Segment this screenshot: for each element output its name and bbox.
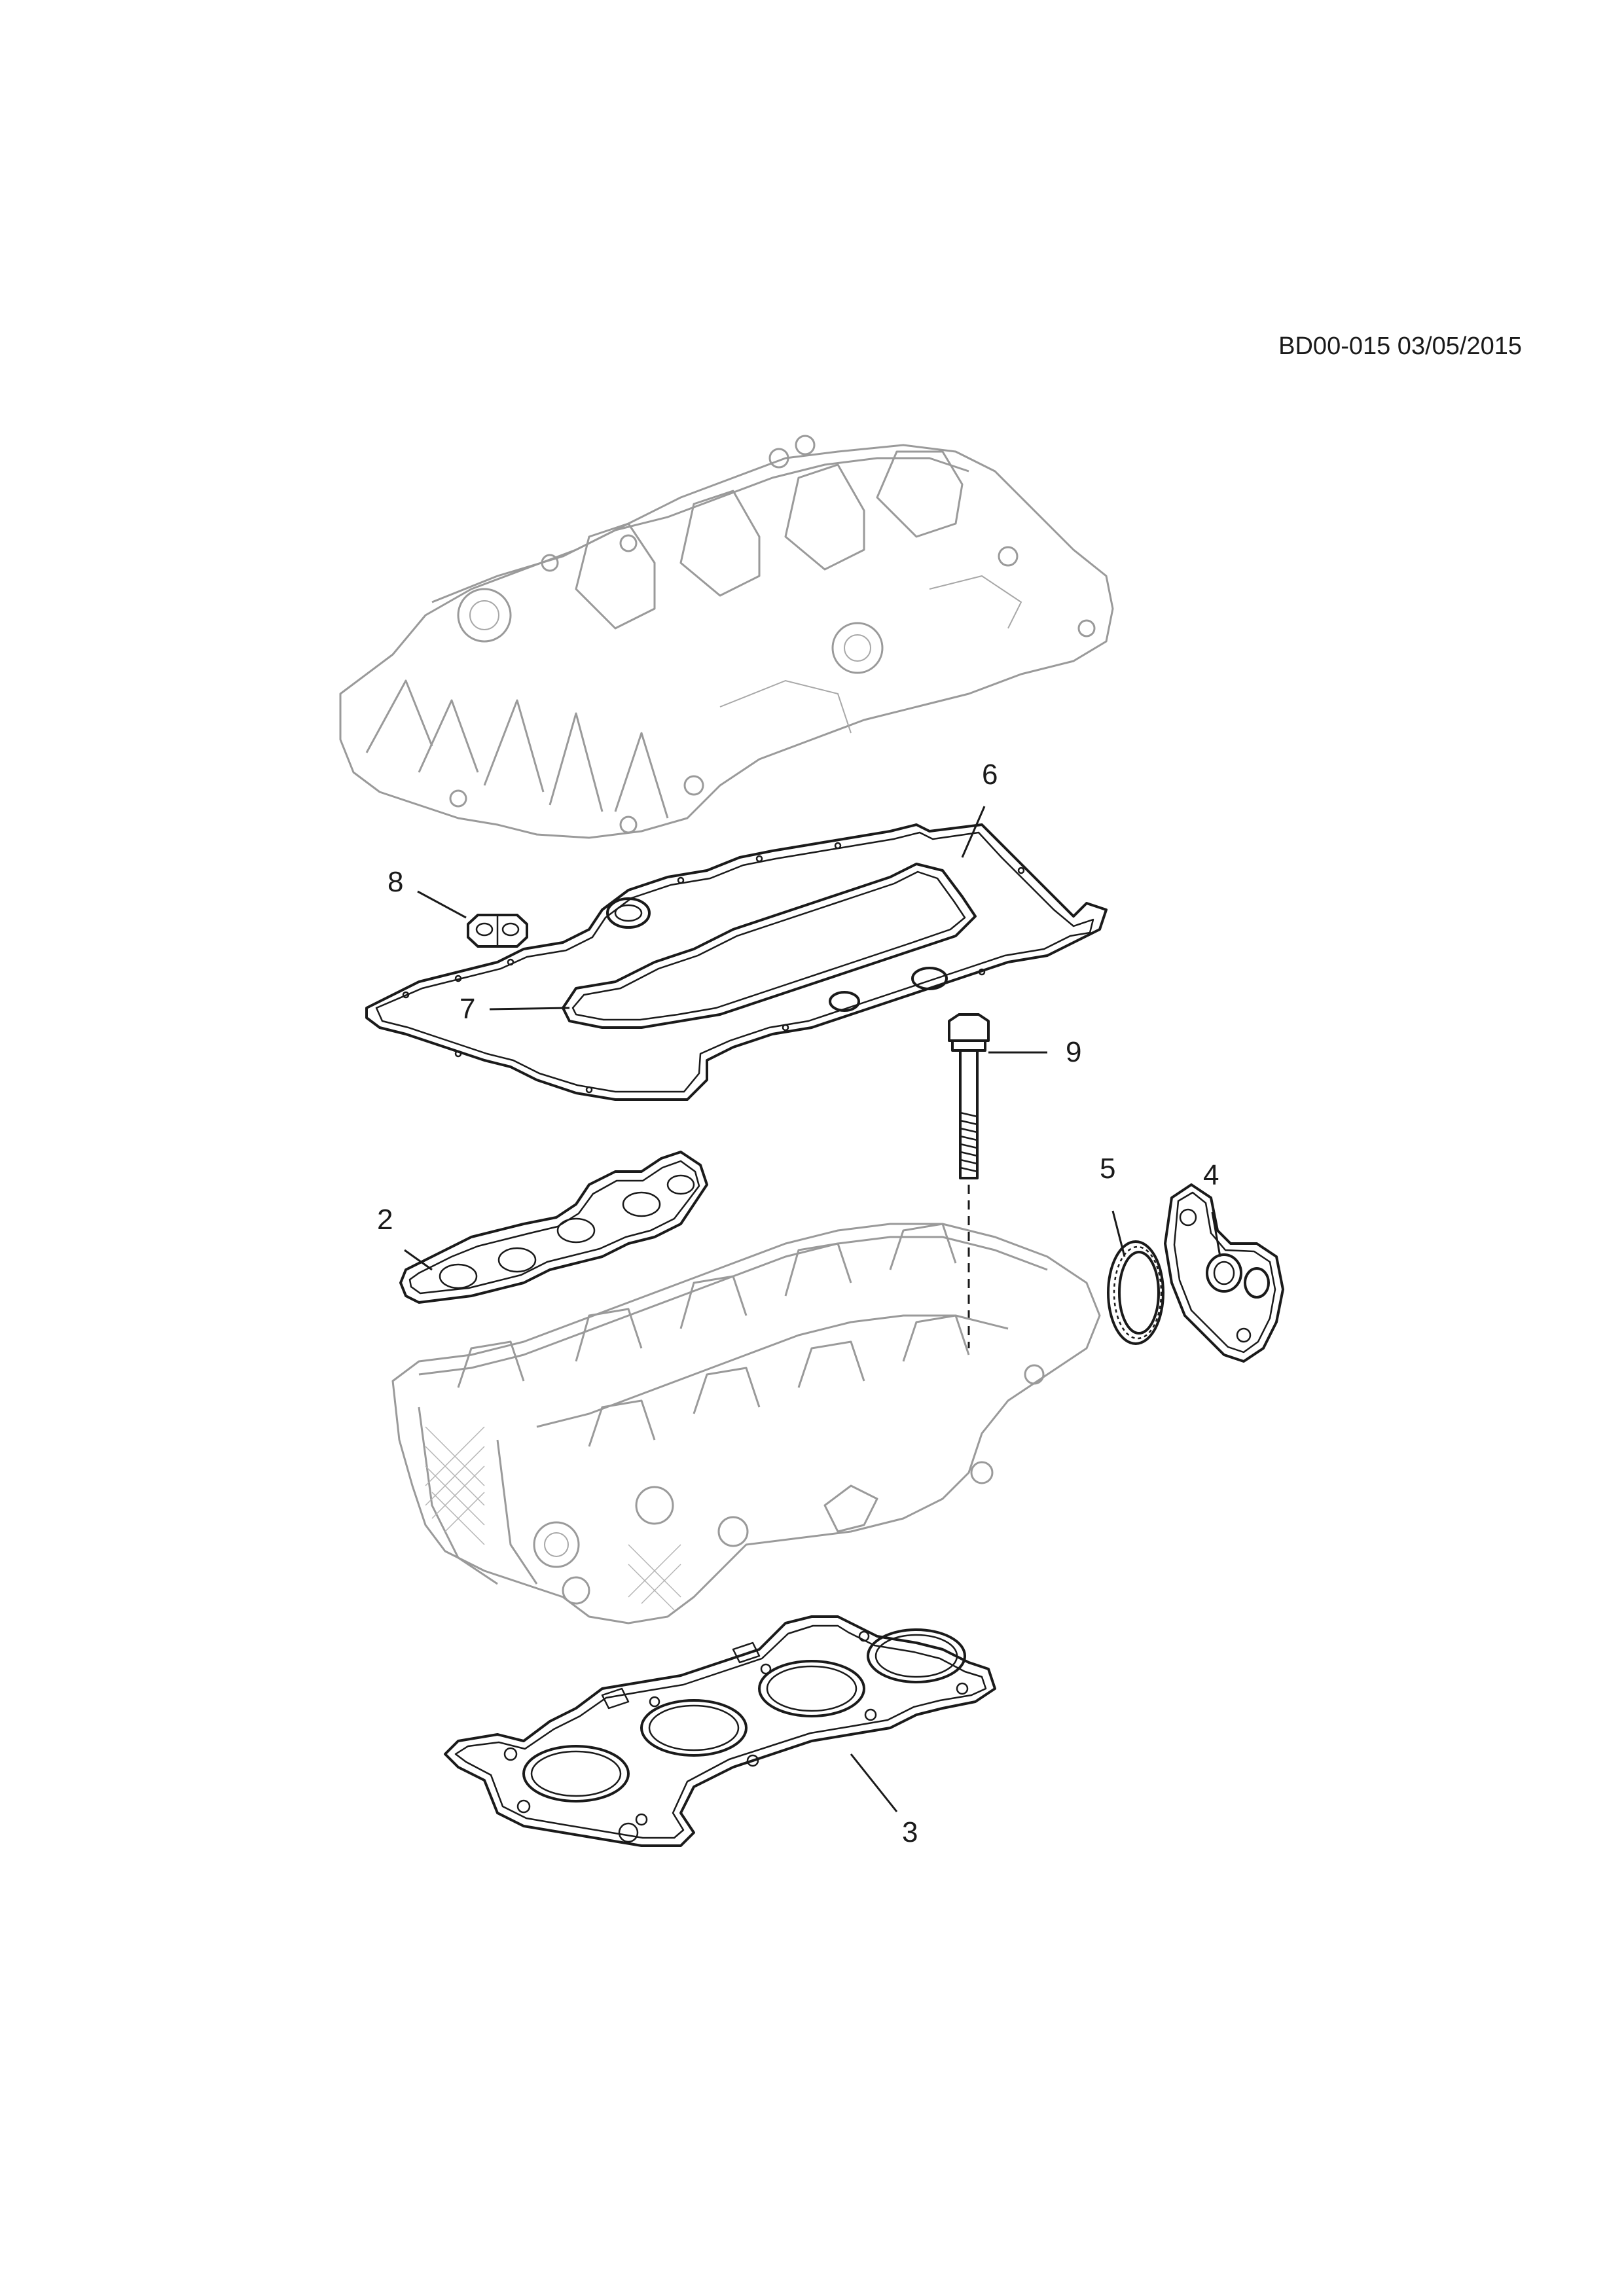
callout-8: 8	[388, 866, 403, 898]
leader-4	[1211, 1211, 1221, 1257]
callout-3: 3	[902, 1816, 918, 1848]
valve-cover-gasket	[365, 823, 1108, 1101]
callout-numbers: 6 8 7 9 5 4 2 3	[377, 759, 1219, 1848]
callout-6: 6	[982, 759, 998, 791]
callout-5: 5	[1100, 1153, 1115, 1185]
part-2-manifold-gasket	[399, 1151, 708, 1304]
callout-leaders	[404, 806, 1221, 1812]
callout-7: 7	[460, 993, 475, 1025]
part-8-grommet-set	[467, 914, 528, 948]
part-5-ring-seal	[1107, 1240, 1164, 1345]
leader-5	[1111, 1210, 1126, 1257]
diagram-reference-code: BD00-015 03/05/2015	[1278, 332, 1522, 360]
part-4-flange-gasket	[1164, 1183, 1284, 1363]
callout-9: 9	[1066, 1036, 1081, 1068]
cylinder-head	[391, 1223, 1101, 1624]
part-9-cylinder-head-bolt	[948, 1013, 990, 1348]
leader-3	[850, 1753, 898, 1812]
leader-8	[417, 890, 467, 919]
part-3-cylinder-head-gasket	[444, 1615, 996, 1847]
callout-4: 4	[1203, 1159, 1219, 1191]
cylinder-head-cover	[339, 435, 1114, 839]
leader-7	[489, 1007, 570, 1011]
leader-6	[961, 806, 986, 858]
callout-2: 2	[377, 1204, 393, 1236]
leader-2	[404, 1249, 433, 1271]
